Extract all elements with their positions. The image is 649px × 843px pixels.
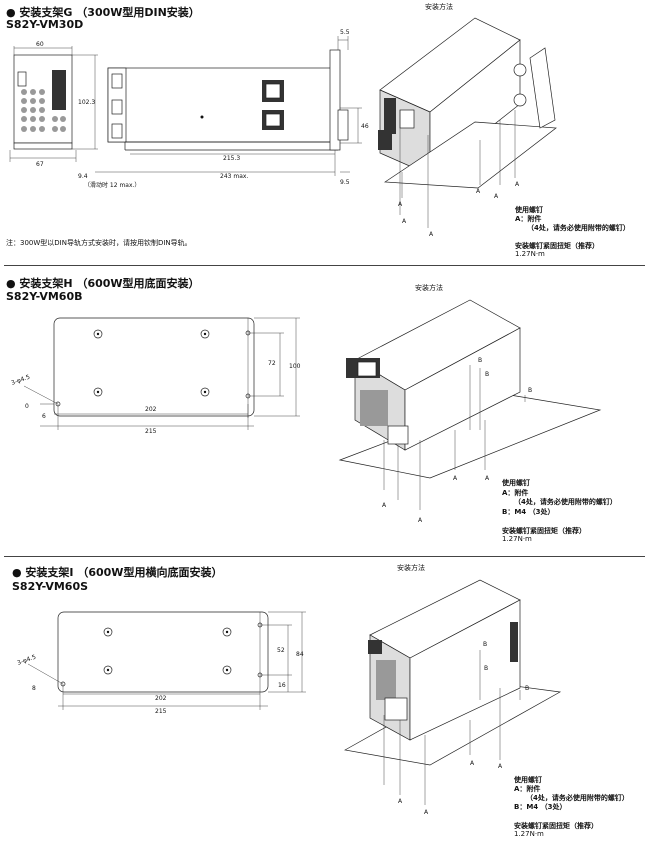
g-screw-title: 使用螺钉 xyxy=(515,206,543,214)
i-label-a-4: A xyxy=(498,763,503,770)
g-label-a-2: A xyxy=(429,231,434,238)
h-dim-100: 100 xyxy=(289,363,301,370)
h-label-b-3: B xyxy=(528,387,532,394)
i-label-a-3: A xyxy=(424,809,429,816)
section-h-title: ● 安装支架H （600W型用底面安装） xyxy=(6,277,200,290)
g-front-terminals xyxy=(21,89,66,132)
g-torque-value: 1.27N·m xyxy=(515,250,545,258)
section-g-drawings: A A A A A A 60 67 102.3 5.5 46 215.3 243… xyxy=(9,17,557,238)
i-iso-view xyxy=(343,579,562,805)
g-label-a-3: A xyxy=(476,188,481,195)
h-label-b-2: B xyxy=(485,371,489,378)
h-screw-b: B：M4 （3处） xyxy=(502,508,555,516)
g-screw-a: A：附件 xyxy=(515,215,542,223)
section-h-method-label: 安装方法 xyxy=(415,284,443,292)
i-dim-52: 52 xyxy=(277,647,285,654)
section-h-drawings: 202 215 72 100 3-φ4.5 0 6 B B B A A A A xyxy=(10,299,602,524)
g-dim-215-3: 215.3 xyxy=(223,155,240,162)
i-dim-84: 84 xyxy=(296,651,304,658)
h-dim-6: 6 xyxy=(42,413,46,420)
g-dim-9-5: 9.5 xyxy=(340,179,350,186)
i-torque-title: 安装螺钉紧固扭矩（推荐） xyxy=(514,822,598,830)
g-label-a-5: A xyxy=(515,181,520,188)
h-screw-a: A：附件 xyxy=(502,489,529,497)
h-dim-0: 0 xyxy=(25,403,29,410)
g-torque-title: 安装螺钉紧固扭矩（推荐） xyxy=(515,242,599,250)
i-label-b-2: B xyxy=(484,665,488,672)
g-dim-9-4: 9.4 xyxy=(78,173,88,180)
h-label-a-2: A xyxy=(453,475,458,482)
i-screw-b: B：M4 （3处） xyxy=(514,803,567,811)
g-screw-a-note: （4处，请务必使用附带的螺钉） xyxy=(527,224,630,232)
i-dim-202: 202 xyxy=(155,695,167,702)
h-dim-72: 72 xyxy=(268,360,276,367)
divider-2 xyxy=(4,556,645,557)
g-dim-102-3: 102.3 xyxy=(78,99,95,106)
g-side-view xyxy=(107,67,337,143)
i-label-a-2: A xyxy=(470,760,475,767)
section-g-method-label: 安装方法 xyxy=(425,3,453,11)
i-screw-title: 使用螺钉 xyxy=(514,776,542,784)
g-dim-46: 46 xyxy=(361,123,369,130)
g-label-a-6: A xyxy=(398,201,403,208)
g-iso-view xyxy=(378,17,557,228)
g-footnote: 注：300W型以DIN导轨方式安装时，请按用钦制DIN导轨。 xyxy=(6,239,192,247)
h-label-a-4: A xyxy=(485,475,490,482)
i-dim-16: 16 xyxy=(278,682,286,689)
i-screw-a: A：附件 xyxy=(514,785,541,793)
divider-1 xyxy=(4,265,645,266)
i-plate xyxy=(57,611,269,693)
g-label-a-1: A xyxy=(402,218,407,225)
h-iso-view xyxy=(338,299,602,510)
h-dim-202: 202 xyxy=(145,406,157,413)
g-dim-67: 67 xyxy=(36,161,44,168)
h-screw-a-note: （4处，请务必使用附带的螺钉） xyxy=(514,498,617,506)
i-dim-215: 215 xyxy=(155,708,167,715)
g-dim-60: 60 xyxy=(36,41,44,48)
i-torque-value: 1.27N·m xyxy=(514,830,544,838)
g-dim-slide: （滑动时 12 max.） xyxy=(84,181,140,189)
i-holes xyxy=(60,622,263,687)
h-label-a-3: A xyxy=(418,517,423,524)
h-torque-title: 安装螺钉紧固扭矩（推荐） xyxy=(502,527,586,535)
i-label-b-3: B xyxy=(525,685,529,692)
i-screw-a-note: （4处，请务必使用附带的螺钉） xyxy=(526,794,629,802)
i-dim-8: 8 xyxy=(32,685,36,692)
h-screw-title: 使用螺钉 xyxy=(502,479,530,487)
section-g-model: S82Y-VM30D xyxy=(6,18,84,31)
h-label-a-1: A xyxy=(382,502,387,509)
i-label-b-1: B xyxy=(483,641,487,648)
i-dim-hole: 3-φ4.5 xyxy=(16,654,37,667)
section-i-title: ● 安装支架I （600W型用横向底面安装） xyxy=(12,566,223,579)
g-dim-5-5: 5.5 xyxy=(340,29,350,36)
section-i-model: S82Y-VM60S xyxy=(12,580,89,593)
i-label-a-1: A xyxy=(398,798,403,805)
h-dim-215: 215 xyxy=(145,428,157,435)
h-torque-value: 1.27N·m xyxy=(502,535,532,543)
section-h-model: S82Y-VM60B xyxy=(6,290,83,303)
g-label-a-4: A xyxy=(494,193,499,200)
h-label-b-1: B xyxy=(478,357,482,364)
g-front-display xyxy=(52,70,66,110)
section-i-method-label: 安装方法 xyxy=(397,564,425,572)
section-g-title: ● 安装支架G （300W型用DIN安装） xyxy=(6,6,200,19)
g-dim-243: 243 max. xyxy=(220,173,248,180)
